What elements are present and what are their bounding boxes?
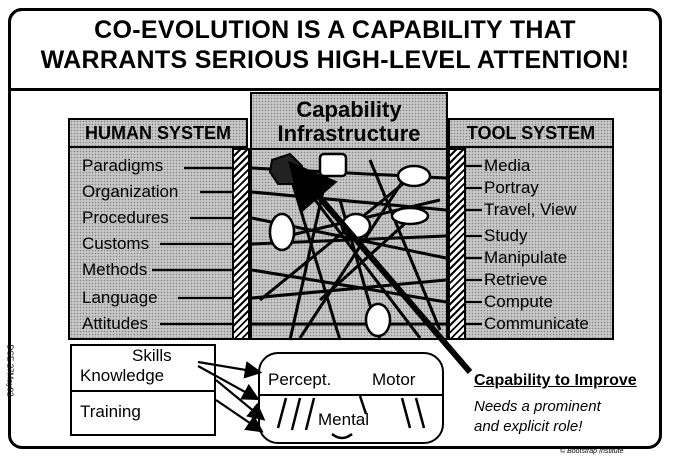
human-item-customs: Customs (82, 234, 150, 253)
tool-item-travel-view: Travel, View (484, 200, 577, 219)
training-box (70, 390, 216, 436)
tool-item-compute: Compute (484, 292, 553, 311)
tool-item-manipulate: Manipulate (484, 248, 568, 267)
infrastructure-nodes (268, 152, 432, 338)
skills-label: Skills (132, 346, 172, 365)
capability-note-line-2: and explicit role! (474, 418, 583, 435)
human-system-heading: HUMAN SYSTEM (68, 118, 248, 148)
human-item-paradigms: Paradigms (82, 156, 164, 175)
human-item-procedures: Procedures (82, 208, 169, 227)
tool-system-heading: TOOL SYSTEM (448, 118, 614, 148)
capability-heading-line-1: Capability (296, 97, 402, 122)
human-item-language: Language (82, 288, 158, 307)
title-line-2: WARRANTS SERIOUS HIGH-LEVEL ATTENTION! (40, 46, 630, 74)
motor-label: Motor (372, 370, 416, 389)
tool-item-portray: Portray (484, 178, 539, 197)
tool-item-media: Media (484, 156, 531, 175)
human-item-methods: Methods (82, 260, 148, 279)
copyright-text: © Bootstrap Institute (560, 448, 624, 455)
human-capacities-divider (258, 394, 444, 396)
human-item-organization: Organization (82, 182, 179, 201)
capability-heading-line-2: Infrastructure (277, 121, 421, 146)
skills-arrows (197, 360, 266, 433)
mental-label: Mental (318, 410, 370, 429)
capability-to-improve-arrow (288, 160, 473, 374)
title-box (8, 8, 662, 91)
capacity-strokes (276, 395, 426, 440)
human-label-leaders (152, 166, 234, 326)
tool-item-study: Study (484, 226, 528, 245)
tool-item-retrieve: Retrieve (484, 270, 548, 289)
tool-label-leaders (466, 164, 482, 326)
knowledge-label: Knowledge (80, 366, 165, 385)
human-item-attitudes: Attitudes (82, 314, 149, 333)
training-label: Training (80, 402, 141, 421)
percept-label: Percept. (268, 370, 332, 389)
capability-to-improve-heading: Capability to Improve (474, 372, 637, 389)
tool-system-hatch-bar (448, 148, 466, 340)
capability-note-line-1: Needs a prominent (474, 398, 601, 415)
title-line-1: CO-EVOLUTION IS A CAPABILITY THAT (94, 16, 576, 44)
skills-knowledge-box (70, 344, 216, 392)
human-system-panel (68, 118, 248, 340)
tool-item-communicate: Communicate (484, 314, 589, 333)
capability-infrastructure-heading: Capability Infrastructure (250, 92, 448, 150)
